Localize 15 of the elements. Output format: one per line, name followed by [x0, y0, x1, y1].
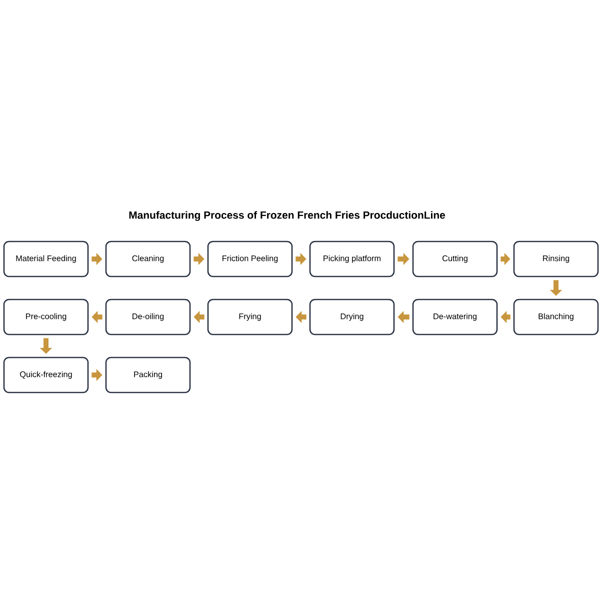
process-box: Cutting	[412, 240, 498, 278]
process-box: Quick-freezing	[3, 356, 89, 394]
process-box: Picking platform	[309, 240, 395, 278]
process-box: Blanching	[513, 298, 599, 336]
process-box: Friction Peeling	[207, 240, 293, 278]
process-box: Rinsing	[513, 240, 599, 278]
process-box: Packing	[105, 356, 191, 394]
process-box: Drying	[309, 298, 395, 336]
process-box: Frying	[207, 298, 293, 336]
process-box: De-watering	[412, 298, 498, 336]
title: Manufacturing Process of Frozen French Fries ProcductionLine	[129, 211, 446, 221]
process-box: Cleaning	[105, 240, 191, 278]
process-box: De-oiling	[105, 298, 191, 336]
process-box: Material Feeding	[3, 240, 89, 278]
process-box: Pre-cooling	[3, 298, 89, 336]
